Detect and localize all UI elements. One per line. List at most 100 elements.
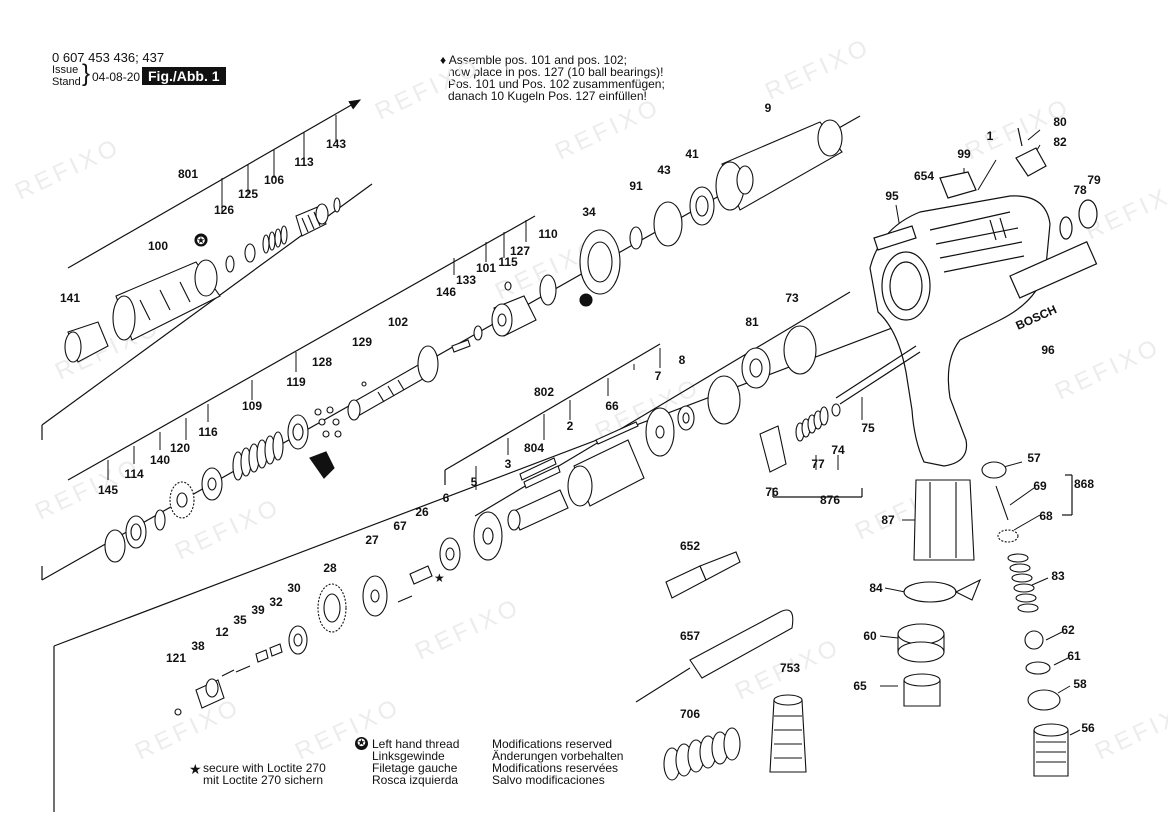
modifications-note: Modifications reserved Änderungen vorbeh… xyxy=(492,738,623,786)
part-133-ring xyxy=(473,325,483,341)
part-7-end-plate xyxy=(645,407,675,457)
watermark-text: REFIXO xyxy=(31,453,145,525)
part-143-ring xyxy=(333,197,341,213)
part-number-label: 109 xyxy=(242,399,262,413)
part-77-spring xyxy=(795,406,829,442)
part-number-label: 30 xyxy=(287,581,301,595)
part-number-label: 116 xyxy=(198,425,218,439)
issue-label-de: Stand xyxy=(52,76,81,88)
part-26-spindle xyxy=(409,565,433,585)
part-number-label: 84 xyxy=(869,581,883,595)
part-129-ball xyxy=(361,381,367,387)
left-hand-thread-note: ✪ Left hand thread Linksgewinde Filetage… xyxy=(355,737,460,786)
part-number-label: 133 xyxy=(456,273,476,287)
part-number-label: 77 xyxy=(811,457,825,471)
part-number-label: 96 xyxy=(1041,343,1055,357)
part-69-pin xyxy=(995,485,1009,521)
mod-note-en: Modifications reserved xyxy=(492,737,613,751)
part-number-label: 128 xyxy=(312,355,332,369)
part-12-pin xyxy=(221,669,235,677)
part-number-label: 75 xyxy=(861,421,875,435)
part-56-nipple xyxy=(1033,723,1069,777)
watermark-text: REFIXO xyxy=(131,693,245,765)
loctite-note: ★ secure with Loctite 270 mit Loctite 27… xyxy=(189,762,326,787)
part-6-bearing xyxy=(439,537,461,571)
left-hand-thread-marker: ✪ xyxy=(194,233,208,247)
part-35-pin xyxy=(235,665,251,673)
part-number-label: 58 xyxy=(1073,677,1087,691)
part-number-label: 1 xyxy=(987,129,994,143)
part-number-label: 41 xyxy=(685,147,699,161)
assembly-note-line-4: danach 10 Kugeln Pos. 127 einfüllen! xyxy=(448,89,647,103)
mod-note-de: Änderungen vorbehalten xyxy=(492,749,624,763)
mod-note-es: Salvo modificaciones xyxy=(492,773,605,787)
part-number-label: 38 xyxy=(191,639,205,653)
part-number-label: 8 xyxy=(679,353,686,367)
loctite-note-de: mit Loctite 270 sichern xyxy=(203,773,324,787)
part-number-label: 81 xyxy=(745,315,759,329)
part-number-label: 78 xyxy=(1073,183,1087,197)
part-number-label: 127 xyxy=(510,244,530,258)
part-number-label: 129 xyxy=(352,335,372,349)
part-84-plate xyxy=(903,578,982,603)
part-number-label: 43 xyxy=(657,163,671,177)
valve-parts xyxy=(707,325,841,473)
part-68-star-nut xyxy=(997,529,1019,543)
part-number-label: 87 xyxy=(881,513,895,527)
part-number-label: 39 xyxy=(251,603,265,617)
part-number-label: 67 xyxy=(393,519,407,533)
part-number-label: 110 xyxy=(538,227,558,241)
part-number-label: 95 xyxy=(885,189,899,203)
part-number-labels: 8011261251061131431001413491434191101271… xyxy=(60,101,1101,735)
part-39-gear xyxy=(255,649,269,663)
lh-note-en: Left hand thread xyxy=(372,737,460,751)
part-125-washer xyxy=(244,243,256,263)
part-number-label: 143 xyxy=(326,137,346,151)
part-number-label: 126 xyxy=(214,203,234,217)
part-5-end-plate xyxy=(473,511,503,561)
part-62-cap xyxy=(897,623,945,663)
watermark-text: REFIXO xyxy=(551,93,665,165)
part-number-label: 2 xyxy=(567,419,574,433)
assembly-note-line-1: ♦ Assemble pos. 101 and pos. 102; xyxy=(440,53,627,67)
motor-internal-parts: ★ xyxy=(397,405,695,603)
part-116-clutch xyxy=(201,467,223,501)
part-27-disc xyxy=(362,575,388,617)
part-tool-tag xyxy=(309,451,335,479)
part-number-label: 57 xyxy=(1027,451,1041,465)
part-number-label: 60 xyxy=(863,629,877,643)
part-73-ring-lower xyxy=(707,375,741,425)
part-number-label: 119 xyxy=(286,375,306,389)
part-657-screwdriver xyxy=(635,609,794,703)
part-28-ring-gear xyxy=(317,583,347,633)
watermark-text: REFIXO xyxy=(1091,693,1168,765)
part-number-label: 6 xyxy=(443,491,450,505)
star-icon: ★ xyxy=(434,571,445,585)
part-number-label: 106 xyxy=(264,173,284,187)
part-126-ring xyxy=(225,255,235,273)
part-number-label: 32 xyxy=(269,595,283,609)
part-number-label: 61 xyxy=(1067,649,1081,663)
part-67-pin xyxy=(397,595,413,603)
part-76-trigger xyxy=(759,425,787,473)
part-128-balls xyxy=(314,406,342,438)
part-61-nipple xyxy=(903,673,941,707)
part-30-bearing xyxy=(288,625,308,655)
part-146-pin xyxy=(451,339,471,353)
part-81-valve-body xyxy=(741,347,771,389)
svg-text:✪: ✪ xyxy=(197,236,205,247)
part-119-bearing xyxy=(287,414,309,450)
part-120-gear xyxy=(169,481,195,519)
part-145-ring xyxy=(104,529,126,563)
part-number-label: 146 xyxy=(436,285,456,299)
part-number-label: 28 xyxy=(323,561,337,575)
mod-note-fr: Modifications reservées xyxy=(492,761,619,775)
part-57-ring xyxy=(981,461,1007,479)
diamond-icon: ♦ xyxy=(440,53,447,67)
part-60-ball xyxy=(1024,630,1044,650)
lh-note-fr: Filetage gauche xyxy=(372,761,458,775)
part-number-label: 69 xyxy=(1033,479,1047,493)
gear-train-parts xyxy=(104,406,342,563)
